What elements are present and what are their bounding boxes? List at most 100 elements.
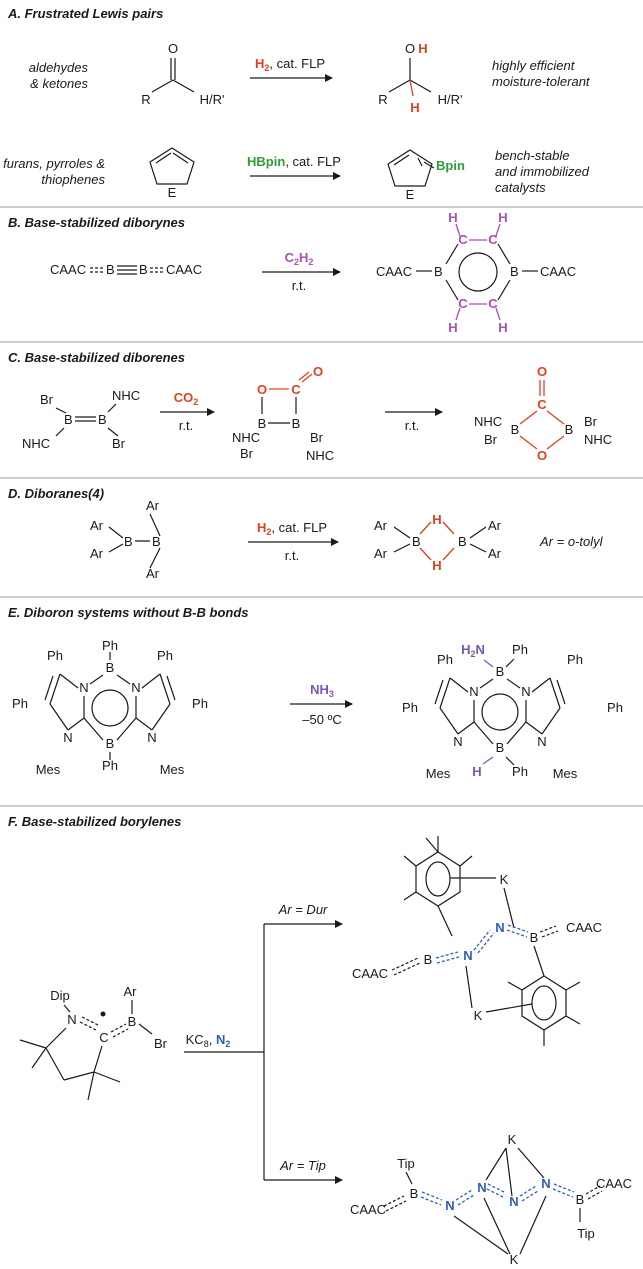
c-r-Br1: Br bbox=[40, 392, 54, 407]
a-r2-right-line1: bench-stable bbox=[495, 148, 569, 163]
d-conditions: r.t. bbox=[285, 548, 299, 563]
e-p-core-bonds bbox=[473, 678, 527, 745]
d-p-H2: H bbox=[432, 558, 441, 573]
f-up-aryl1-B-bond bbox=[437, 905, 453, 937]
f-up-B1: B bbox=[424, 952, 433, 967]
c-p-B1: B bbox=[511, 422, 520, 437]
d-p-Ar4: Ar bbox=[488, 546, 502, 561]
a-r2-product-ring bbox=[387, 149, 433, 187]
a-r2-right-line2: and immobilized bbox=[495, 164, 590, 179]
e-p-Ph-right: Ph bbox=[607, 700, 623, 715]
a-r2-reagent: HBpin, cat. FLP bbox=[247, 154, 341, 169]
e-r-Ph-top: Ph bbox=[102, 638, 118, 653]
b-ring-C4: C bbox=[488, 296, 498, 311]
a-r1-R: R bbox=[141, 92, 150, 107]
c-r-B2: B bbox=[98, 412, 107, 427]
b-reagent: C2H2 bbox=[285, 250, 314, 267]
e-p-N-left: N bbox=[469, 684, 478, 699]
f-r-Dip-bond bbox=[63, 1004, 71, 1013]
e-p-H2N: H2N bbox=[461, 642, 485, 659]
e-p-BH-bond bbox=[482, 756, 494, 765]
c-i-NHC2: NHC bbox=[306, 448, 334, 463]
b-ring-H1: H bbox=[448, 210, 457, 225]
f-r-C: C bbox=[99, 1030, 108, 1045]
a-r2-E: E bbox=[168, 185, 177, 200]
f-up-aryl2-methyls bbox=[507, 981, 581, 1046]
c-i-exo-O: O bbox=[313, 364, 323, 379]
e-p-B-Ph-bonds bbox=[505, 658, 515, 766]
section-a-title: A. Frustrated Lewis pairs bbox=[7, 6, 163, 21]
f-lo-Tip-bottom: Tip bbox=[577, 1226, 595, 1241]
f-r-CB-dashed-bond bbox=[110, 1023, 129, 1038]
f-up-aryl2-ring bbox=[521, 975, 567, 1031]
f-up-CAAC-right: CAAC bbox=[566, 920, 602, 935]
c-i-NHC1: NHC bbox=[232, 430, 260, 445]
e-p-Ph-top: Ph bbox=[512, 642, 528, 657]
e-p-B-bottom: B bbox=[496, 740, 505, 755]
e-r-Ph-right: Ph bbox=[192, 696, 208, 711]
f-up-aryl1-ring bbox=[415, 851, 461, 907]
f-lo-N3-N4-dashed bbox=[519, 1185, 539, 1202]
a-r2-product-ring-substituent-bond bbox=[423, 161, 435, 169]
f-up-aryl2-circle bbox=[531, 985, 557, 1021]
b-product-B-right: B bbox=[510, 264, 519, 279]
e-p-right-ring-bonds bbox=[525, 677, 566, 735]
d-r-Ar4: Ar bbox=[146, 566, 160, 581]
f-up-K2-N-bond bbox=[465, 965, 473, 1009]
a-r1-product-H: H bbox=[410, 100, 419, 115]
f-up-aryl1-methyls bbox=[403, 836, 473, 901]
f-up-B2: B bbox=[530, 930, 539, 945]
f-lo-B-CAAC-dashed bbox=[585, 1185, 603, 1200]
c-i-Br2: Br bbox=[310, 430, 324, 445]
e-p-N-right: N bbox=[521, 684, 530, 699]
d-r-Ar1: Ar bbox=[146, 498, 160, 513]
e-p-Ph-left-top: Ph bbox=[437, 652, 453, 667]
d-p-aryl-bonds bbox=[393, 526, 487, 553]
f-up-NN-dashed bbox=[473, 929, 495, 954]
f-up-aryl1-circle bbox=[425, 861, 451, 897]
f-up-CAAC-B-dashed bbox=[391, 957, 421, 976]
f-lo-Tip-top: Tip bbox=[397, 1156, 415, 1171]
a-r1-product-O: O bbox=[405, 41, 415, 56]
f-lo-Tip-B-bond bbox=[405, 1171, 413, 1185]
a-r1-product-CH-bond bbox=[409, 79, 414, 97]
d-r-Ar3: Ar bbox=[90, 546, 104, 561]
b-dative-bond-left bbox=[90, 267, 104, 273]
a-r2-product-Bpin: Bpin bbox=[436, 158, 465, 173]
e-r-Ph-left: Ph bbox=[12, 696, 28, 711]
f-r-Br: Br bbox=[154, 1036, 168, 1051]
e-r-N-left: N bbox=[79, 680, 88, 695]
c-i-B2: B bbox=[292, 416, 301, 431]
a-r1-co-double-bond bbox=[170, 58, 176, 80]
b-conditions: r.t. bbox=[292, 278, 306, 293]
f-up-B2-aryl2-bond bbox=[533, 945, 545, 977]
f-r-Ar: Ar bbox=[124, 984, 138, 999]
a-r2-product-E: E bbox=[406, 187, 415, 202]
f-lo-B1: B bbox=[410, 1186, 419, 1201]
c-reagent: CO2 bbox=[174, 390, 199, 407]
f-r-B: B bbox=[128, 1014, 137, 1029]
a-r2-product-double-bonds bbox=[393, 154, 423, 167]
b-reactant-caac-right: CAAC bbox=[166, 262, 202, 277]
d-r-bonds bbox=[108, 513, 161, 569]
f-lo-N2-N3-dashed bbox=[486, 1183, 505, 1198]
b-ring-C-bonds bbox=[455, 223, 501, 321]
f-lo-CAAC-B-dashed bbox=[383, 1195, 407, 1212]
f-lo-K-N-bonds bbox=[453, 1147, 547, 1255]
f-lo-K-top: K bbox=[508, 1132, 517, 1147]
f-up-CAAC-left: CAAC bbox=[352, 966, 388, 981]
section-f: F. Base-stabilized borylenes Dip N C B A… bbox=[8, 814, 632, 1267]
e-p-Ph-bottom: Ph bbox=[512, 764, 528, 779]
f-r-ring-bonds bbox=[19, 1027, 121, 1101]
c-r-NHC1: NHC bbox=[112, 388, 140, 403]
b-triple-bond bbox=[117, 265, 137, 275]
e-p-Ph-left: Ph bbox=[402, 700, 418, 715]
c-r-substituent-bonds bbox=[55, 403, 119, 437]
f-lo-N3: N bbox=[509, 1194, 518, 1209]
e-r-Mes-right: Mes bbox=[160, 762, 185, 777]
e-r-N-right: N bbox=[131, 680, 140, 695]
a-r1-product-HR: H/R' bbox=[438, 92, 463, 107]
f-lo-B-N1-dashed bbox=[420, 1191, 443, 1206]
c-p-Br2: Br bbox=[584, 414, 598, 429]
e-p-left-ring-bonds bbox=[434, 677, 475, 735]
